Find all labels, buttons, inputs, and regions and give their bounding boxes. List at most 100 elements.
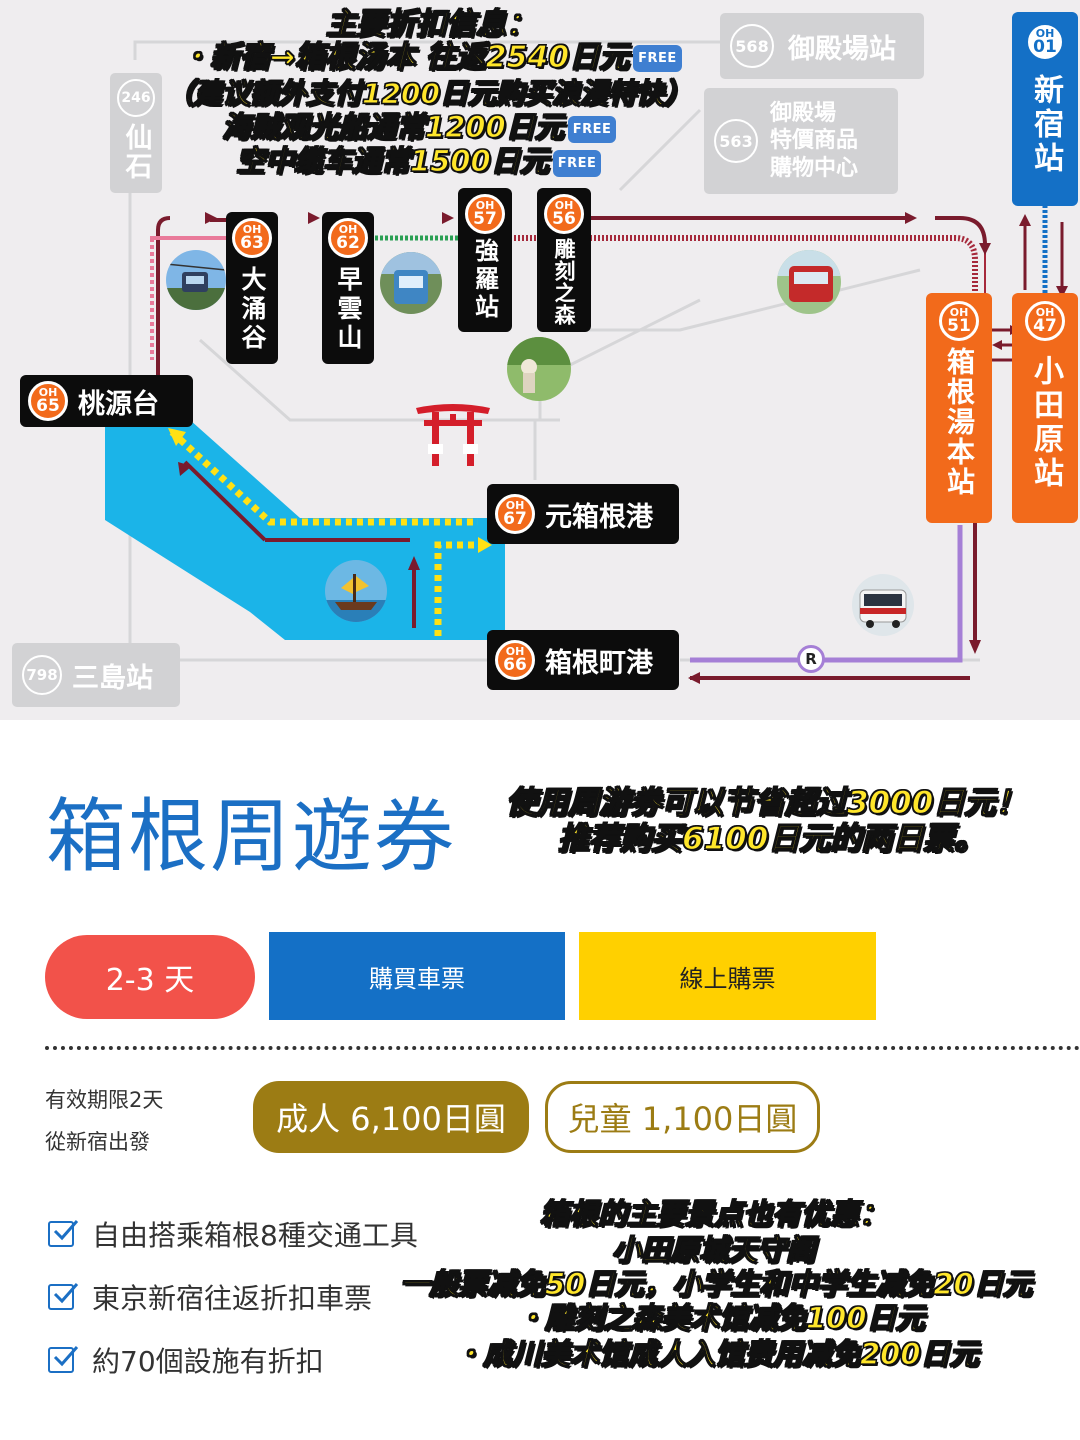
free-badge: FREE [567,115,617,143]
badge-line-code: OH [242,223,262,236]
checkbox-checked-icon [48,1346,79,1373]
badge-number: 62 [336,233,360,253]
station-gotemba: 568 御殿場站 [720,13,924,79]
adult-price-button[interactable]: 成人 6,100日圓 [253,1081,529,1153]
badge-number: 51 [947,316,971,336]
free-badge: FREE [633,45,682,72]
badge-line-code: OH [1035,27,1055,40]
badge-number: 65 [36,396,60,416]
tozan-train-photo-icon [777,250,841,314]
attraction-promo-castle-discount: 一般票减免50日元，小学生和中学生减免20日元 [399,1267,1032,1301]
feature-text: 自由搭乘箱根8種交通工具 [92,1219,418,1252]
feature-text: 約70個設施有折扣 [92,1345,324,1378]
badge-line-code: OH [505,499,525,512]
section-divider [45,1046,1080,1050]
cable-car-photo-icon [380,252,442,314]
station-odawara-label: 小田原站 [1028,355,1063,491]
station-yumoto-label: 箱根湯本站 [943,347,976,497]
station-sengoku: 246 仙石 [110,73,162,193]
pass-promo-recommend: 推荐购买6100日元的两日票。 [557,821,986,857]
pirate-ship-photo-icon [325,560,387,622]
promo-heading: 主要折扣信息： [325,7,536,42]
promo-line-romancecar: （建议额外支付1200日元购买浪漫特快） [165,77,692,110]
lake-ashi [105,420,505,640]
checkbox-checked-icon [48,1283,79,1310]
station-number-circle: 568 [730,24,774,68]
station-chokoku-label: 雕刻之森 [552,238,576,326]
duration-button[interactable]: 2-3 天 [45,935,255,1019]
badge-line-code: OH [475,199,495,212]
badge-number: 67 [503,509,527,529]
badge-line-code: OH [949,306,969,319]
station-sengoku-label: 仙石 [120,123,152,181]
station-number-circle: 563 [714,119,758,163]
badge-number: 47 [1033,316,1057,336]
online-purchase-button[interactable]: 線上購票 [579,932,876,1020]
station-number-circle: 246 [117,79,155,117]
station-badge: OH 01 [1025,22,1065,62]
station-hakonemachi-label: 箱根町港 [545,647,653,679]
station-shinjuku: OH 01 新宿站 [1012,12,1078,206]
badge-number: 63 [240,233,264,253]
station-owakudani-label: 大涌谷 [238,266,267,353]
bus-photo-icon [852,574,914,636]
validity-text: 有效期限2天 [45,1088,164,1112]
route-lines [105,40,1068,684]
station-mishima-label: 三島站 [72,662,153,694]
badge-number: 57 [473,209,497,229]
badge-number: 66 [503,655,527,675]
attraction-promo-heading: 箱根的主要景点也有优惠： [539,1197,889,1231]
station-motohakone-label: 元箱根港 [545,501,653,533]
torii-gate-icon [416,404,490,466]
badge-line-code: OH [505,645,525,658]
badge-line-code: OH [38,386,58,399]
feature-item: 東京新宿往返折扣車票 [48,1277,372,1317]
attraction-promo-odawara-castle: 小田原城天守阁 [611,1233,816,1267]
pass-promo-savings: 使用周游券可以节省超过3000日元！ [505,785,1027,821]
station-shinjuku-label: 新宿站 [1028,74,1063,176]
promo-line-pirate-ship-text: 海贼观光船通常1200日元 [221,110,564,144]
station-outlet-label: 御殿場 特價商品 購物中心 [770,100,859,181]
sculpture-photo-icon [507,337,571,401]
ropeway-photo-icon [166,250,226,310]
station-togendai-label: 桃源台 [78,388,159,420]
station-mishima: 798 三島站 [12,643,180,707]
badge-line-code: OH [338,223,358,236]
route-marker-r: R [797,645,825,673]
buy-ticket-button[interactable]: 購買車票 [269,932,565,1020]
station-gora-label: 強羅站 [470,238,499,322]
badge-line-code: OH [1035,306,1055,319]
departure-text: 從新宿出發 [45,1130,150,1154]
feature-item: 約70個設施有折扣 [48,1340,324,1380]
station-gotemba-outlet: 563 御殿場 特價商品 購物中心 [704,88,898,194]
promo-line-ropeway-text: 空中缆车通常1500日元 [235,144,549,178]
attraction-promo-narukawa-museum: ・成川美术馆成人入馆费用减免200日元 [453,1337,979,1371]
station-gotemba-label: 御殿場站 [788,33,896,65]
station-number-circle: 798 [22,655,62,695]
promo-line-shinjuku-text: ・新宿→箱根汤本 往返2540日元 [179,40,630,75]
badge-number: 01 [1033,37,1057,57]
free-badge: FREE [552,149,602,177]
feature-item: 自由搭乘箱根8種交通工具 [48,1214,418,1254]
child-price-button[interactable]: 兒童 1,100日圓 [545,1081,820,1153]
badge-line-code: OH [554,199,574,212]
